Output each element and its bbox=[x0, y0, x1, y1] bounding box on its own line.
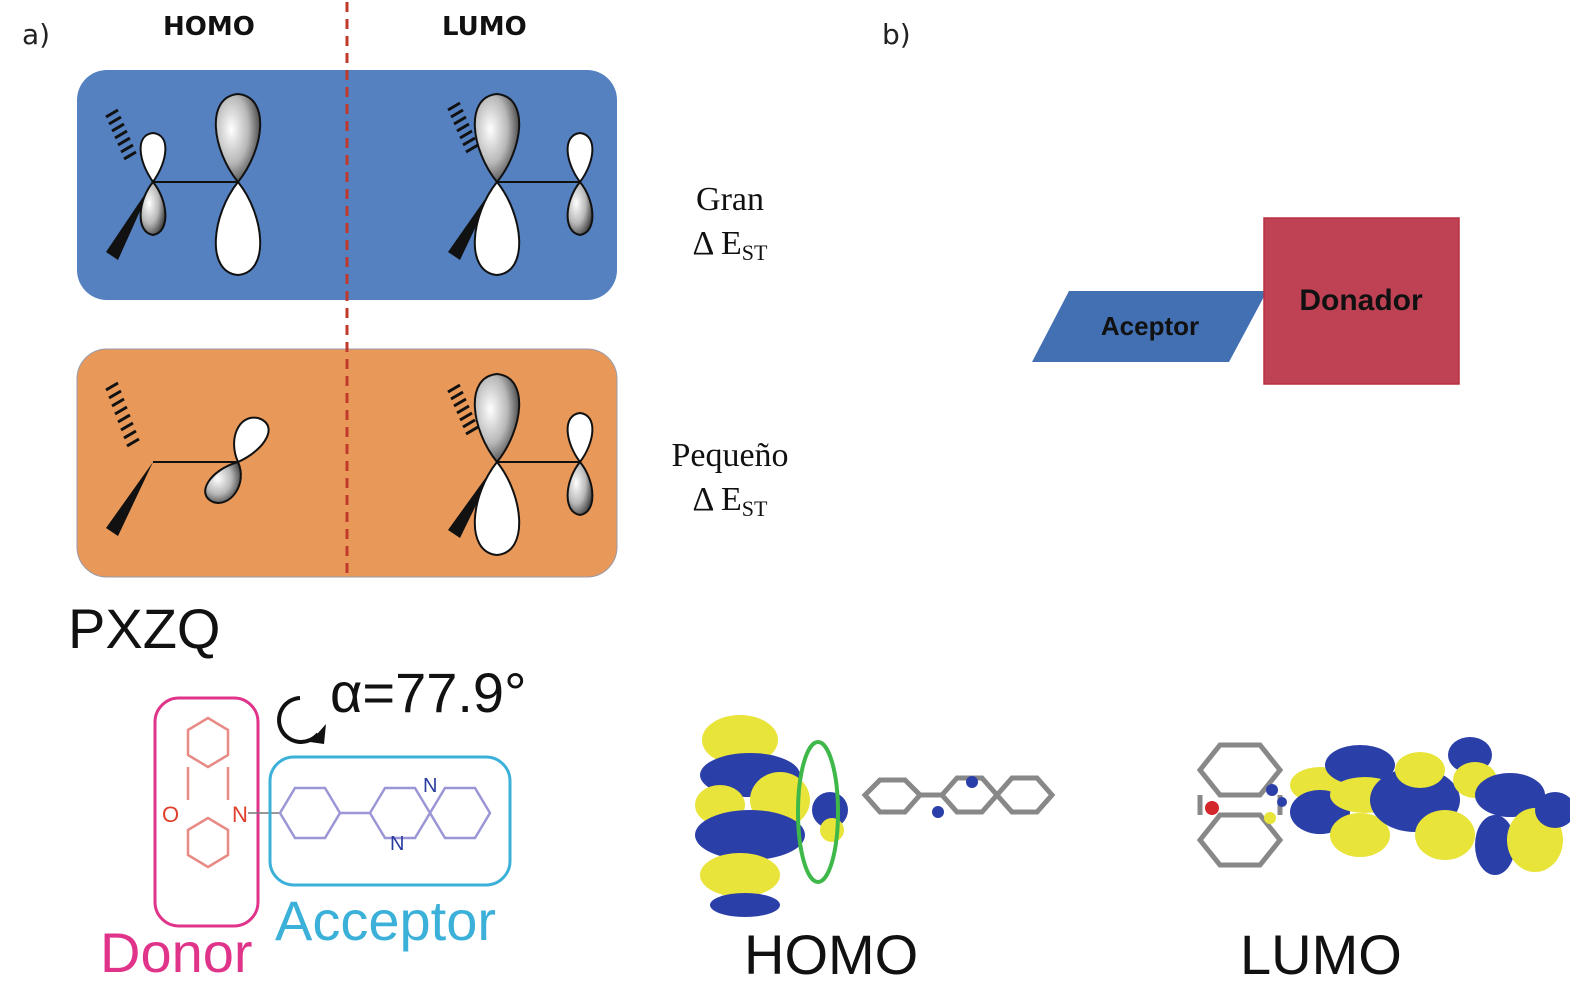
donor-label: Donor bbox=[100, 921, 253, 984]
donor-box bbox=[153, 696, 260, 928]
large-gap-label: Gran Δ EST bbox=[660, 178, 800, 275]
svg-text:N: N bbox=[390, 833, 404, 855]
donor-shape bbox=[1263, 217, 1460, 385]
acceptor-shape bbox=[1032, 291, 1267, 362]
phenoxazine-rings bbox=[186, 716, 230, 869]
homo-column-header: HOMO bbox=[163, 12, 255, 42]
donor-shape-label: Donador bbox=[1299, 284, 1423, 317]
st-subscript: ST bbox=[741, 496, 768, 521]
molecule-name: PXZQ bbox=[68, 597, 221, 660]
donor-acceptor-scheme: Aceptor Donador bbox=[1032, 217, 1460, 385]
homo-render-label: HOMO bbox=[744, 923, 919, 986]
rotation-arrow-icon bbox=[277, 696, 320, 744]
orbital-scheme bbox=[76, 2, 618, 580]
orange-homo-orbital bbox=[105, 381, 270, 536]
small-gap-size-word: Pequeño bbox=[671, 437, 789, 474]
blue-homo-orbital bbox=[105, 92, 262, 277]
quinoxaline-rings bbox=[278, 786, 492, 840]
lumo-isosurface bbox=[1196, 737, 1570, 875]
oxygen-atom: O bbox=[162, 802, 179, 827]
lumo-column-header: LUMO bbox=[442, 12, 527, 42]
acceptor-shape-label: Aceptor bbox=[1101, 311, 1199, 341]
overlap-highlight-ellipse bbox=[796, 740, 840, 884]
lumo-render-label: LUMO bbox=[1240, 923, 1402, 986]
acceptor-label: Acceptor bbox=[275, 889, 496, 952]
panel-a-label: a) bbox=[22, 18, 51, 51]
panel-b-label: b) bbox=[882, 18, 911, 51]
small-gap-delta-est: Δ EST bbox=[650, 478, 810, 531]
orange-lumo-orbital bbox=[447, 372, 594, 557]
acceptor-box bbox=[268, 755, 512, 887]
homo-isosurface bbox=[695, 715, 1056, 917]
svg-text:N: N bbox=[423, 775, 437, 797]
nitrogen-atom: N bbox=[232, 802, 248, 827]
pxzq-structure: O N N N bbox=[153, 696, 512, 928]
blue-lumo-orbital bbox=[447, 92, 594, 277]
small-gap-label: Pequeño Δ EST bbox=[650, 434, 810, 531]
large-gap-delta-est: Δ EST bbox=[660, 222, 800, 275]
st-subscript: ST bbox=[741, 240, 768, 265]
large-gap-size-word: Gran bbox=[696, 181, 764, 218]
dihedral-angle-label: α=77.9° bbox=[330, 661, 527, 724]
delta-e-symbol: Δ E bbox=[692, 481, 742, 518]
delta-e-symbol: Δ E bbox=[692, 225, 742, 262]
